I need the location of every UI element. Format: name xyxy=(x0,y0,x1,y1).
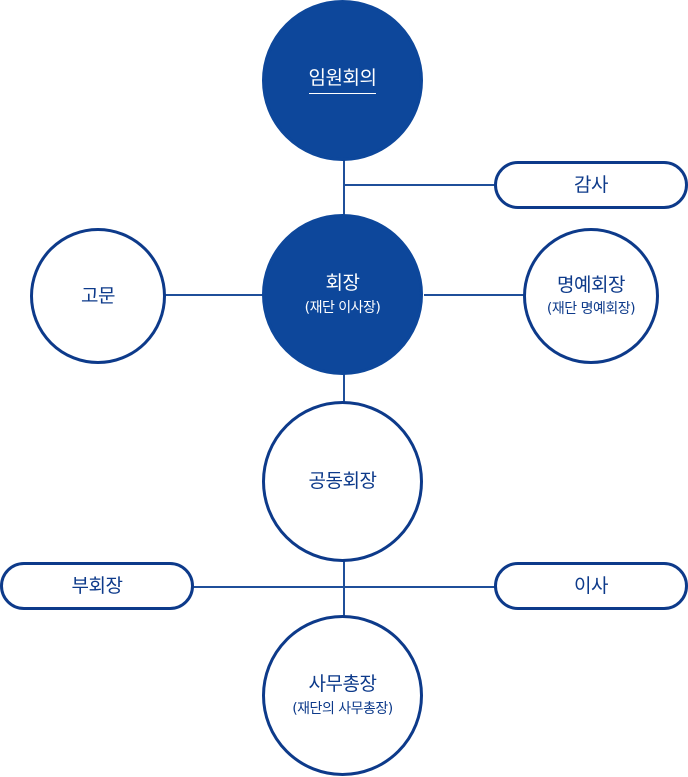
secretary-general-node: 사무총장 (재단의 사무총장) xyxy=(262,615,423,776)
secretary-general-title: 사무총장 xyxy=(308,673,377,695)
secretary-general-subtitle: (재단의 사무총장) xyxy=(292,700,393,717)
honorary-chairman-node: 명예회장 (재단 명예회장) xyxy=(523,228,659,364)
chairman-subtitle: (재단 이사장) xyxy=(304,299,381,316)
connector-chairman-co-chairman xyxy=(343,373,345,403)
connector-honorary-chairman xyxy=(424,294,524,296)
advisor-node: 고문 xyxy=(30,228,166,364)
connector-vice-chairman-director xyxy=(192,586,496,588)
chairman-title: 회장 xyxy=(325,272,360,294)
co-chairman-title: 공동회장 xyxy=(308,470,377,493)
connector-board-chairman xyxy=(343,156,345,218)
director-node: 이사 xyxy=(494,562,688,610)
director-title: 이사 xyxy=(574,574,608,597)
auditor-title: 감사 xyxy=(574,173,608,196)
connector-advisor xyxy=(165,294,265,296)
advisor-title: 고문 xyxy=(81,284,115,307)
auditor-node: 감사 xyxy=(494,161,688,209)
honorary-chairman-subtitle: (재단 명예회장) xyxy=(546,301,636,318)
vice-chairman-node: 부회장 xyxy=(0,562,194,610)
honorary-chairman-title: 명예회장 xyxy=(557,273,625,296)
board-meeting-title: 임원회의 xyxy=(308,67,377,95)
vice-chairman-title: 부회장 xyxy=(71,574,123,597)
chairman-node: 회장 (재단 이사장) xyxy=(262,214,423,375)
connector-co-chairman-secretary xyxy=(343,561,345,617)
co-chairman-node: 공동회장 xyxy=(262,401,423,562)
board-meeting-node: 임원회의 xyxy=(262,0,423,161)
connector-auditor xyxy=(343,184,495,186)
